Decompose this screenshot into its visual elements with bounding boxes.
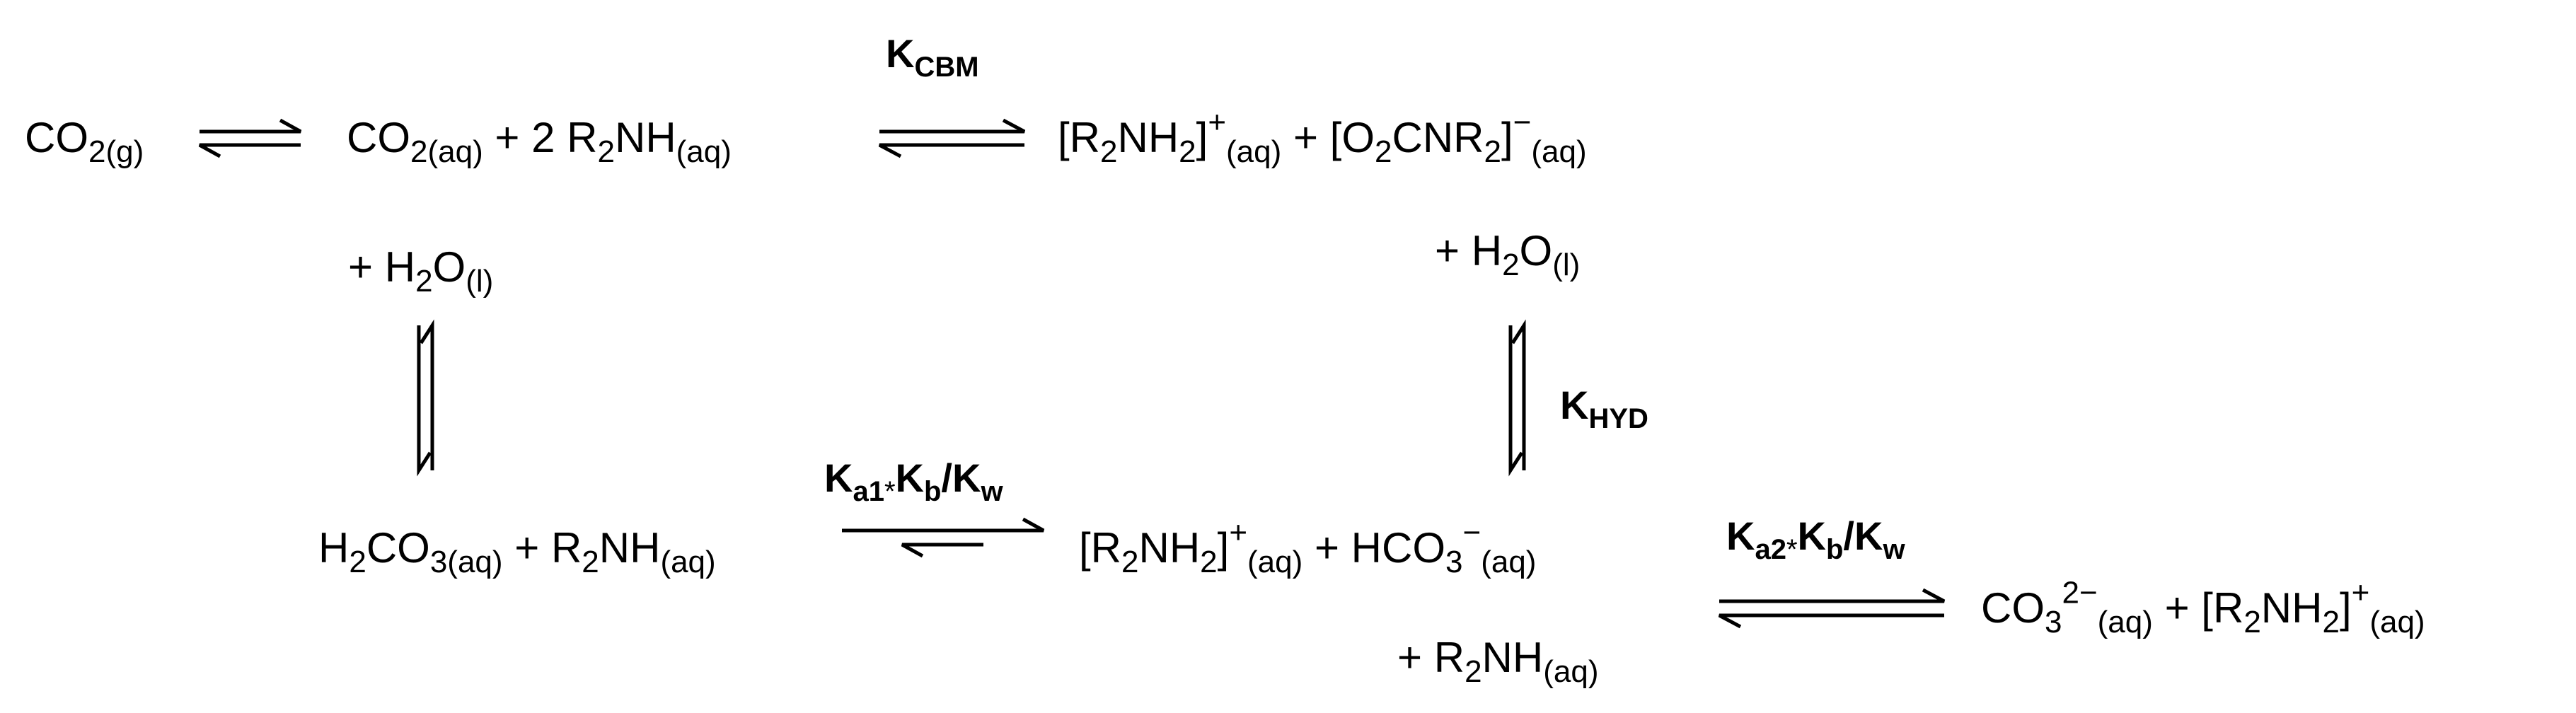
equilibrium-arrow-carbamate-hydrolysis bbox=[1508, 319, 1526, 477]
ka1-label: Ka1*Kb/Kw bbox=[824, 456, 1003, 507]
carbonate-plus-ammonium: CO32−(aq) + [R2NH2]+(aq) bbox=[1981, 575, 2425, 640]
water-left: + H2O(l) bbox=[348, 243, 494, 299]
ammonium-carbamate: [R2NH2]+(aq) + [O2CNR2]−(aq) bbox=[1058, 105, 1587, 170]
amine-bottom: + R2NH(aq) bbox=[1397, 634, 1599, 690]
equilibrium-arrow-ka2 bbox=[1718, 588, 1946, 629]
khyd-label: KHYD bbox=[1560, 383, 1648, 434]
ka2-label: Ka2*Kb/Kw bbox=[1726, 514, 1905, 565]
water-right: + H2O(l) bbox=[1435, 227, 1581, 283]
co2-gas: CO2(g) bbox=[25, 114, 144, 170]
carbonic-acid-plus-amine: H2CO3(aq) + R2NH(aq) bbox=[318, 524, 716, 580]
equilibrium-arrow-ka1 bbox=[842, 517, 1045, 558]
ammonium-bicarbonate: [R2NH2]+(aq) + HCO3−(aq) bbox=[1079, 515, 1537, 580]
equilibrium-arrow-carbamate bbox=[878, 118, 1026, 158]
equilibrium-arrow-dissolution bbox=[198, 118, 302, 158]
co2-aq-plus-amine: CO2(aq) + 2 R2NH(aq) bbox=[347, 114, 732, 170]
equilibrium-arrow-hydration bbox=[417, 319, 434, 477]
kcbm-label: KCBM bbox=[886, 31, 979, 83]
